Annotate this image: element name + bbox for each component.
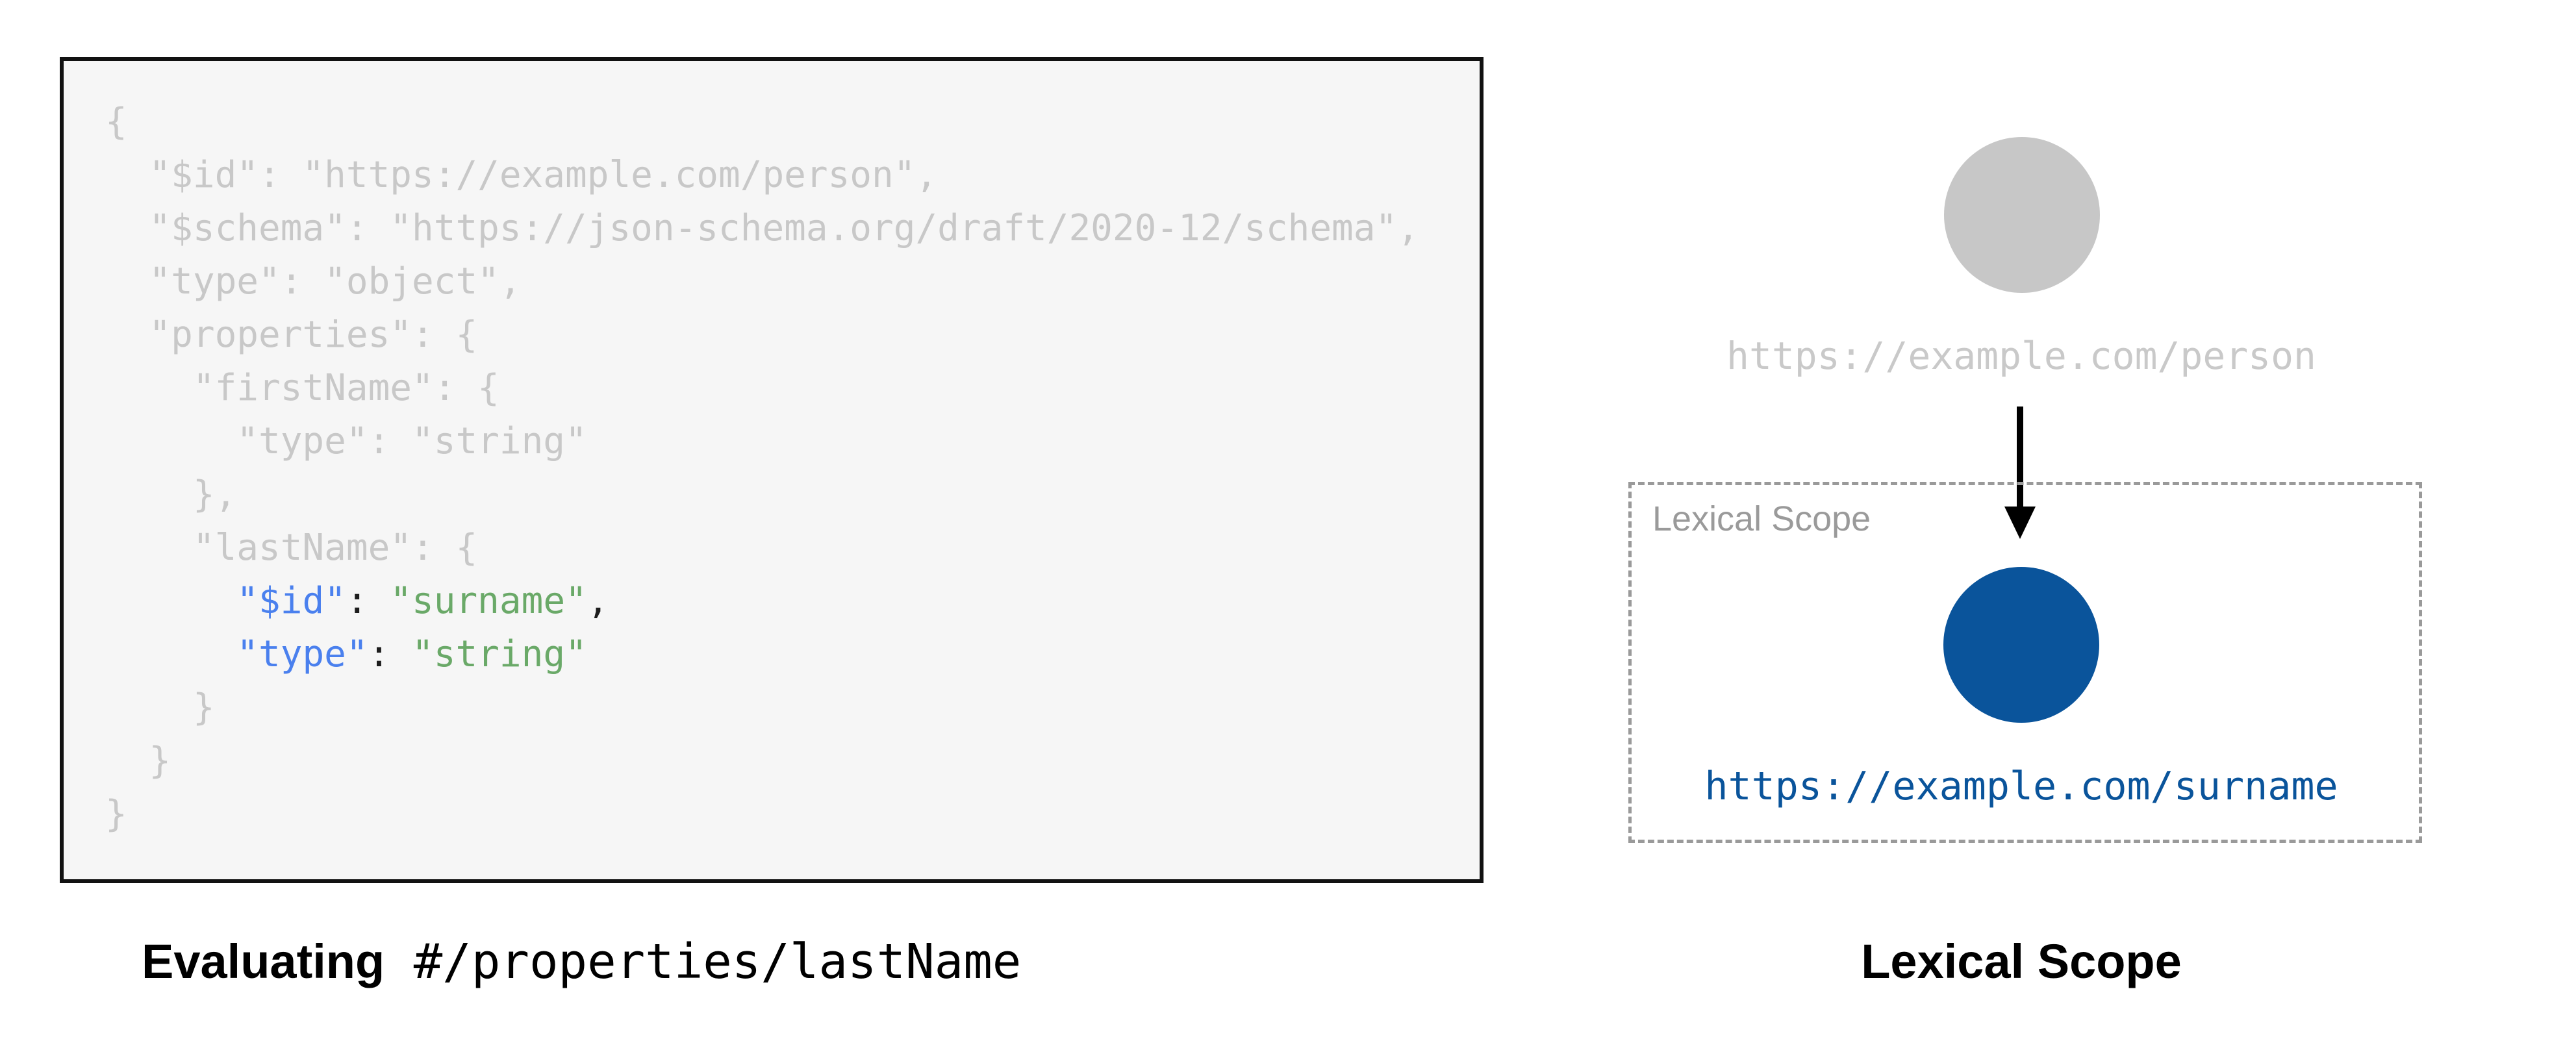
evaluating-caption: Evaluating #/properties/lastName — [142, 933, 1021, 991]
code-line: } — [105, 740, 171, 782]
person-uri-label: https://example.com/person — [1726, 334, 2316, 378]
code-line: } — [105, 793, 127, 835]
arrow-down-icon — [2004, 407, 2036, 539]
code-line: "$schema": "https://json-schema.org/draf… — [105, 207, 1419, 249]
lexical-scope-caption: Lexical Scope — [1861, 934, 2182, 988]
schema-code-block: { "$id": "https://example.com/person", "… — [105, 95, 1419, 841]
code-line: "type": "object", — [105, 260, 522, 303]
schema-code-panel: { "$id": "https://example.com/person", "… — [60, 57, 1484, 883]
person-schema-node — [1944, 137, 2100, 293]
evaluating-caption-pointer: #/properties/lastName — [385, 934, 1022, 990]
code-line: "lastName": { — [105, 527, 478, 569]
code-line: "$id": "https://example.com/person", — [105, 154, 938, 196]
code-line: "firstName": { — [105, 367, 499, 409]
evaluating-caption-bold: Evaluating — [142, 934, 385, 988]
lexical-scope-box-label: Lexical Scope — [1652, 499, 1871, 538]
code-line: }, — [105, 473, 237, 516]
code-line: "type": "string" — [105, 420, 587, 462]
lexical-scope-box — [1628, 482, 2422, 843]
code-line: "$id": "surname", — [236, 580, 609, 622]
code-line: "type": "string" — [236, 633, 587, 675]
surname-uri-label: https://example.com/surname — [1704, 764, 2338, 809]
surname-schema-node — [1943, 567, 2099, 723]
code-line: "properties": { — [105, 314, 478, 356]
code-line: { — [105, 101, 127, 143]
code-line: } — [105, 686, 215, 729]
